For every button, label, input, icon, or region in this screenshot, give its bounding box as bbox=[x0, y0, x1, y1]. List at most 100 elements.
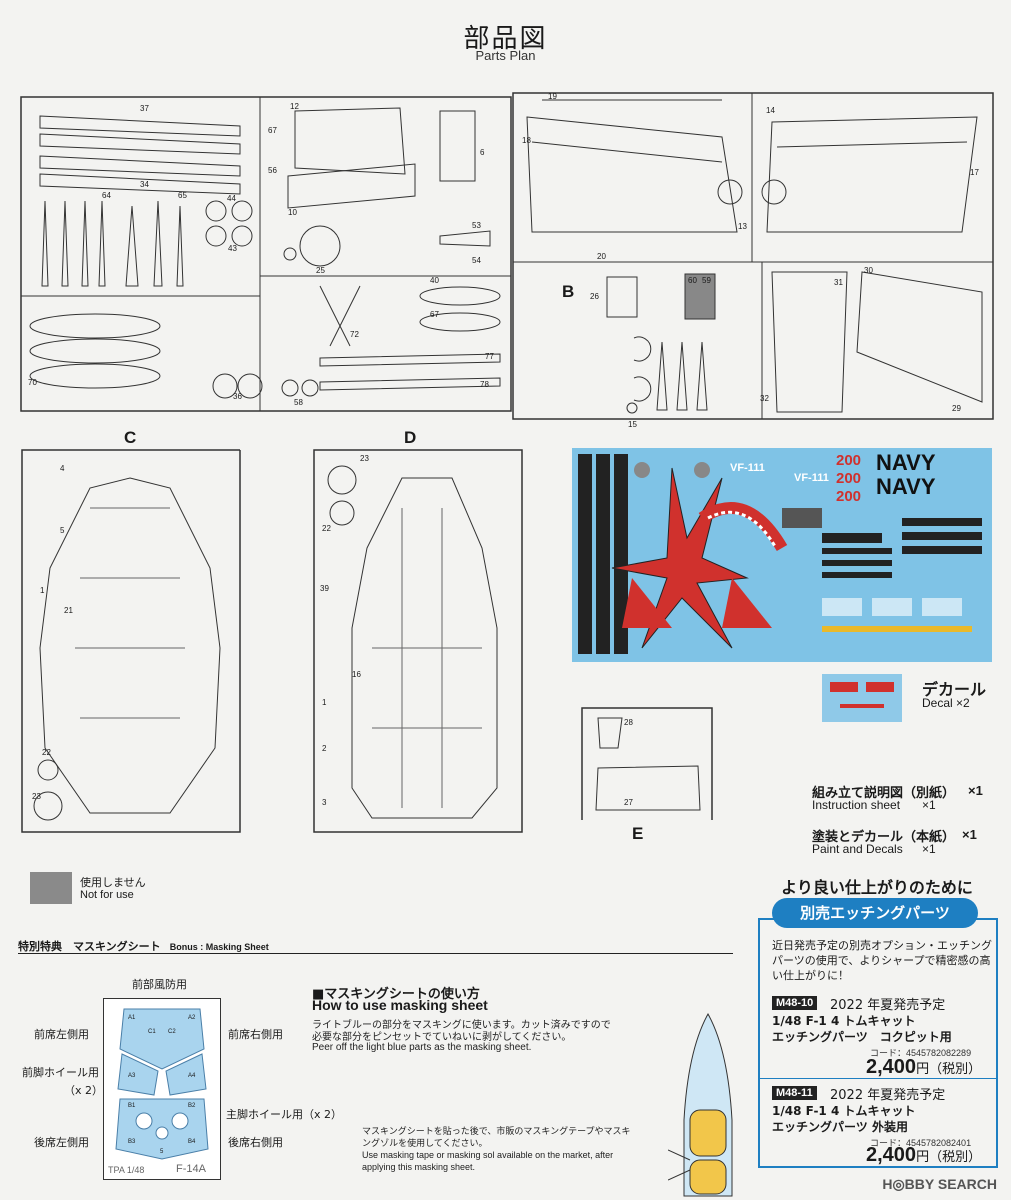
mask-mark: A3 bbox=[128, 1073, 136, 1079]
mask-footer-left: TPA 1/48 bbox=[108, 1165, 145, 1175]
page-subtitle: Parts Plan bbox=[475, 48, 536, 63]
price-unit: 円（税別） bbox=[916, 1150, 982, 1165]
part-num: 23 bbox=[32, 792, 41, 801]
mask-mark: 5 bbox=[160, 1149, 164, 1155]
decal-artwork bbox=[578, 454, 982, 654]
sprue-d-drawing bbox=[313, 449, 523, 833]
product-price: 2,400円（税別） bbox=[866, 1056, 981, 1079]
part-num: 29 bbox=[952, 404, 961, 413]
how-to-text-jp-1: ライトブルーの部分をマスキングに使います。カット済みですので bbox=[312, 1020, 611, 1031]
decal-label-en: Decal ×2 bbox=[922, 696, 970, 710]
part-num: 3 bbox=[322, 798, 327, 807]
product-barcode: コード：4545782082401 bbox=[870, 1138, 972, 1148]
part-num: 20 bbox=[597, 252, 606, 261]
mask-mark: A4 bbox=[188, 1073, 196, 1079]
sprue-letter-b: B bbox=[562, 282, 575, 301]
decal-sheet-small bbox=[822, 674, 902, 722]
sprue-letter-d: D bbox=[404, 428, 417, 447]
part-num: 21 bbox=[64, 606, 73, 615]
legend-jp: 使用しません bbox=[80, 876, 146, 889]
mask-mark: A2 bbox=[188, 1015, 196, 1021]
product-name-line2: エッチングパーツ コクピット用 bbox=[772, 1030, 952, 1044]
after-text-en-1: Use masking tape or masking sol availabl… bbox=[362, 1150, 614, 1160]
part-num: 53 bbox=[472, 221, 481, 230]
how-to-text-jp-2: 必要な部分をピンセットでていねいに剥がしてください。 bbox=[312, 1032, 572, 1043]
decal-text: VF-111 bbox=[730, 462, 765, 474]
label-main-wheel: 主脚ホイール用（x 2） bbox=[226, 1108, 343, 1121]
part-num: 78 bbox=[480, 380, 489, 389]
how-to-title-en: How to use masking sheet bbox=[312, 997, 488, 1013]
mask-mark: B2 bbox=[188, 1103, 196, 1109]
label-nose-wheel: 前脚ホイール用 bbox=[22, 1066, 99, 1079]
part-num: 70 bbox=[28, 378, 37, 387]
instruction-sheet-en-qty: ×1 bbox=[922, 798, 936, 812]
decal-text: 200 bbox=[836, 488, 862, 505]
sprue-e-drawing bbox=[581, 707, 713, 820]
legend-en: Not for use bbox=[80, 889, 134, 901]
part-num: 1 bbox=[40, 586, 45, 595]
instruction-sheet-jp: 組み立て説明図（別紙） bbox=[812, 786, 956, 801]
part-num: 67 bbox=[268, 126, 277, 135]
part-num: 22 bbox=[42, 748, 51, 757]
sprue-e: E 28 27 bbox=[580, 706, 714, 843]
sprue-c: C 4 5 1 21 22 23 bbox=[20, 428, 244, 834]
part-num: 59 bbox=[702, 276, 711, 285]
decal-text: NAVY bbox=[876, 450, 936, 475]
product-release: 2022 年夏発売予定 bbox=[830, 1088, 946, 1103]
part-num: 72 bbox=[350, 330, 359, 339]
masking-sheet: A1 A2 C1 C2 A3 A4 B1 B2 B3 B4 5 TPA 1/48… bbox=[103, 998, 221, 1180]
bonus-title: 特別特典 マスキングシート Bonus : Masking Sheet bbox=[18, 938, 269, 954]
sprue-letter-e: E bbox=[632, 824, 644, 843]
part-num: 17 bbox=[970, 168, 979, 177]
part-num: 18 bbox=[522, 136, 531, 145]
part-num: 65 bbox=[178, 191, 187, 200]
part-num: 28 bbox=[624, 718, 633, 727]
part-num: 2 bbox=[322, 744, 327, 753]
sprue-d: D 23 22 39 16 1 2 3 bbox=[312, 428, 524, 834]
decal-label-jp: デカール bbox=[922, 680, 987, 699]
after-text-en-2: applying this masking sheet. bbox=[362, 1162, 476, 1172]
page-title: 部品図 bbox=[463, 24, 548, 54]
product-name-line1: 1/48 F-1 4 トムキャット bbox=[772, 1014, 916, 1028]
part-num: 16 bbox=[352, 670, 361, 679]
part-num: 26 bbox=[590, 292, 599, 301]
product-separator bbox=[760, 1078, 996, 1079]
sprue-letter-c: C bbox=[124, 428, 137, 447]
part-num: 14 bbox=[766, 106, 775, 115]
sprue-b-drawing bbox=[512, 92, 994, 420]
part-num: 27 bbox=[624, 798, 633, 807]
label-rear-right: 後席右側用 bbox=[228, 1136, 283, 1149]
part-num: 44 bbox=[227, 194, 236, 203]
part-num: 13 bbox=[738, 222, 747, 231]
decal-sheet: VF-111 VF-111 200 200 200 NAVY NAVY bbox=[572, 448, 992, 662]
product-barcode: コード：4545782082289 bbox=[870, 1048, 972, 1058]
price-unit: 円（税別） bbox=[916, 1062, 982, 1077]
part-num: 25 bbox=[316, 266, 325, 275]
bonus-divider bbox=[18, 953, 733, 954]
paint-decal-jp: 塗装とデカール（本紙） bbox=[812, 830, 956, 845]
part-num: 60 bbox=[688, 276, 697, 285]
mask-footer-right: F-14A bbox=[176, 1163, 206, 1175]
product-name-line2: エッチングパーツ 外装用 bbox=[772, 1120, 908, 1134]
decal-text: VF-111 bbox=[794, 472, 829, 484]
sidebar-title: より良い仕上がりのために bbox=[781, 878, 973, 897]
product-release: 2022 年夏発売予定 bbox=[830, 998, 946, 1013]
canopy-illustration bbox=[668, 1012, 733, 1197]
mask-mark: C2 bbox=[168, 1029, 176, 1035]
part-num: 5 bbox=[60, 526, 65, 535]
label-front-left: 前席左側用 bbox=[34, 1028, 89, 1041]
decal-text: 200 bbox=[836, 452, 862, 469]
price-value: 2,400 bbox=[866, 1144, 917, 1166]
how-to-title-jp: ■マスキングシートの使い方 bbox=[312, 987, 480, 1002]
part-num: 54 bbox=[472, 256, 481, 265]
mask-mark: C1 bbox=[148, 1029, 156, 1035]
how-to-text-en: Peer off the light blue parts as the mas… bbox=[312, 1042, 532, 1053]
part-num: 34 bbox=[140, 180, 149, 189]
part-num: 36 bbox=[233, 392, 242, 401]
part-num: 56 bbox=[268, 166, 277, 175]
sprue-c-drawing bbox=[21, 449, 241, 833]
part-num: 39 bbox=[320, 584, 329, 593]
product-name-line1: 1/48 F-1 4 トムキャット bbox=[772, 1104, 916, 1118]
part-num: 77 bbox=[485, 352, 494, 361]
sidebar-desc: 近日発売予定の別売オプション・エッチングパーツの使用で、よりシャープで精密感の高… bbox=[772, 939, 992, 982]
